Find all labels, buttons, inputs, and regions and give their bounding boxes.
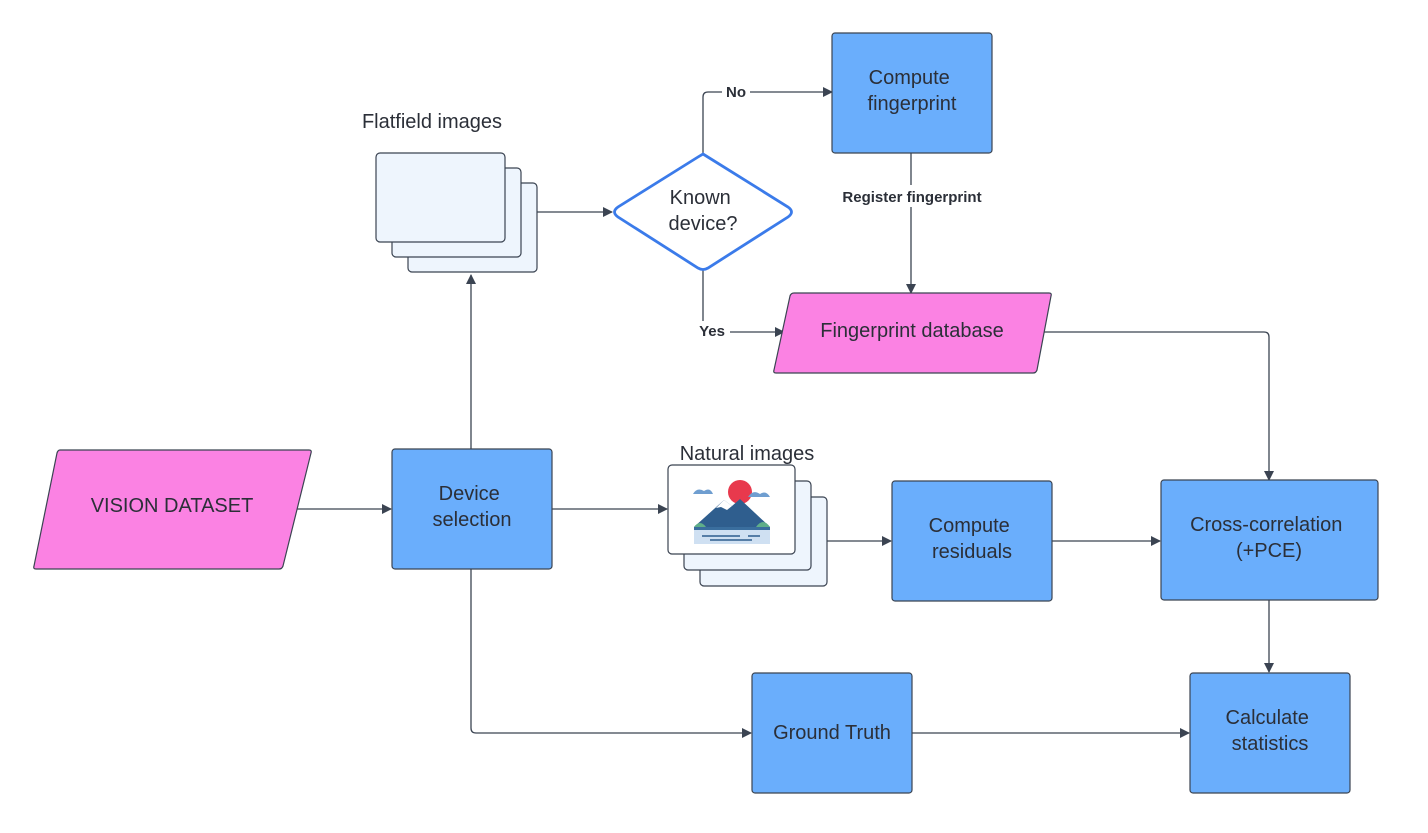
- compute-fingerprint-node: Compute fingerprint: [831, 32, 993, 154]
- natural-images-caption: Natural images: [680, 443, 815, 465]
- edge-device-selection-to-ground-truth: [470, 569, 752, 738]
- device-selection-label: Device selection: [433, 483, 512, 531]
- ground-truth-node: Ground Truth: [751, 672, 913, 794]
- compute-residuals-node: Compute residuals: [891, 480, 1053, 602]
- calculate-statistics-node: Calculate statistics: [1189, 672, 1351, 794]
- compute-fingerprint-label: Compute fingerprint: [868, 67, 957, 115]
- known-device-decision: Known device?: [613, 152, 793, 271]
- cross-correlation-label: Cross-correlation (+PCE): [1190, 514, 1348, 562]
- calculate-statistics-label: Calculate statistics: [1226, 707, 1315, 755]
- edge-database-to-cross-correlation: [1040, 331, 1274, 481]
- edge-no-to-compute-fingerprint: [702, 87, 833, 154]
- known-device-label: Known device?: [669, 187, 738, 235]
- cross-correlation-node: Cross-correlation (+PCE): [1160, 479, 1379, 601]
- vision-dataset-label: VISION DATASET: [91, 495, 254, 517]
- mountain-landscape-icon: [667, 464, 828, 587]
- edge-label-register-fingerprint: Register fingerprint: [842, 189, 981, 206]
- blank-sheet-stack-icon: [375, 152, 538, 273]
- fingerprint-database-node: Fingerprint database: [773, 292, 1052, 374]
- edge-label-yes: Yes: [699, 323, 725, 340]
- natural-images-stack: Natural images: [667, 443, 828, 587]
- flatfield-images-stack: Flatfield images: [362, 111, 538, 273]
- device-selection-node: Device selection: [391, 448, 553, 570]
- ground-truth-label: Ground Truth: [773, 722, 891, 744]
- fingerprint-database-label: Fingerprint database: [820, 320, 1003, 342]
- compute-residuals-label: Compute residuals: [929, 515, 1016, 563]
- edge-label-no: No: [726, 84, 746, 101]
- vision-dataset-node: VISION DATASET: [33, 449, 312, 570]
- flatfield-images-caption: Flatfield images: [362, 111, 502, 133]
